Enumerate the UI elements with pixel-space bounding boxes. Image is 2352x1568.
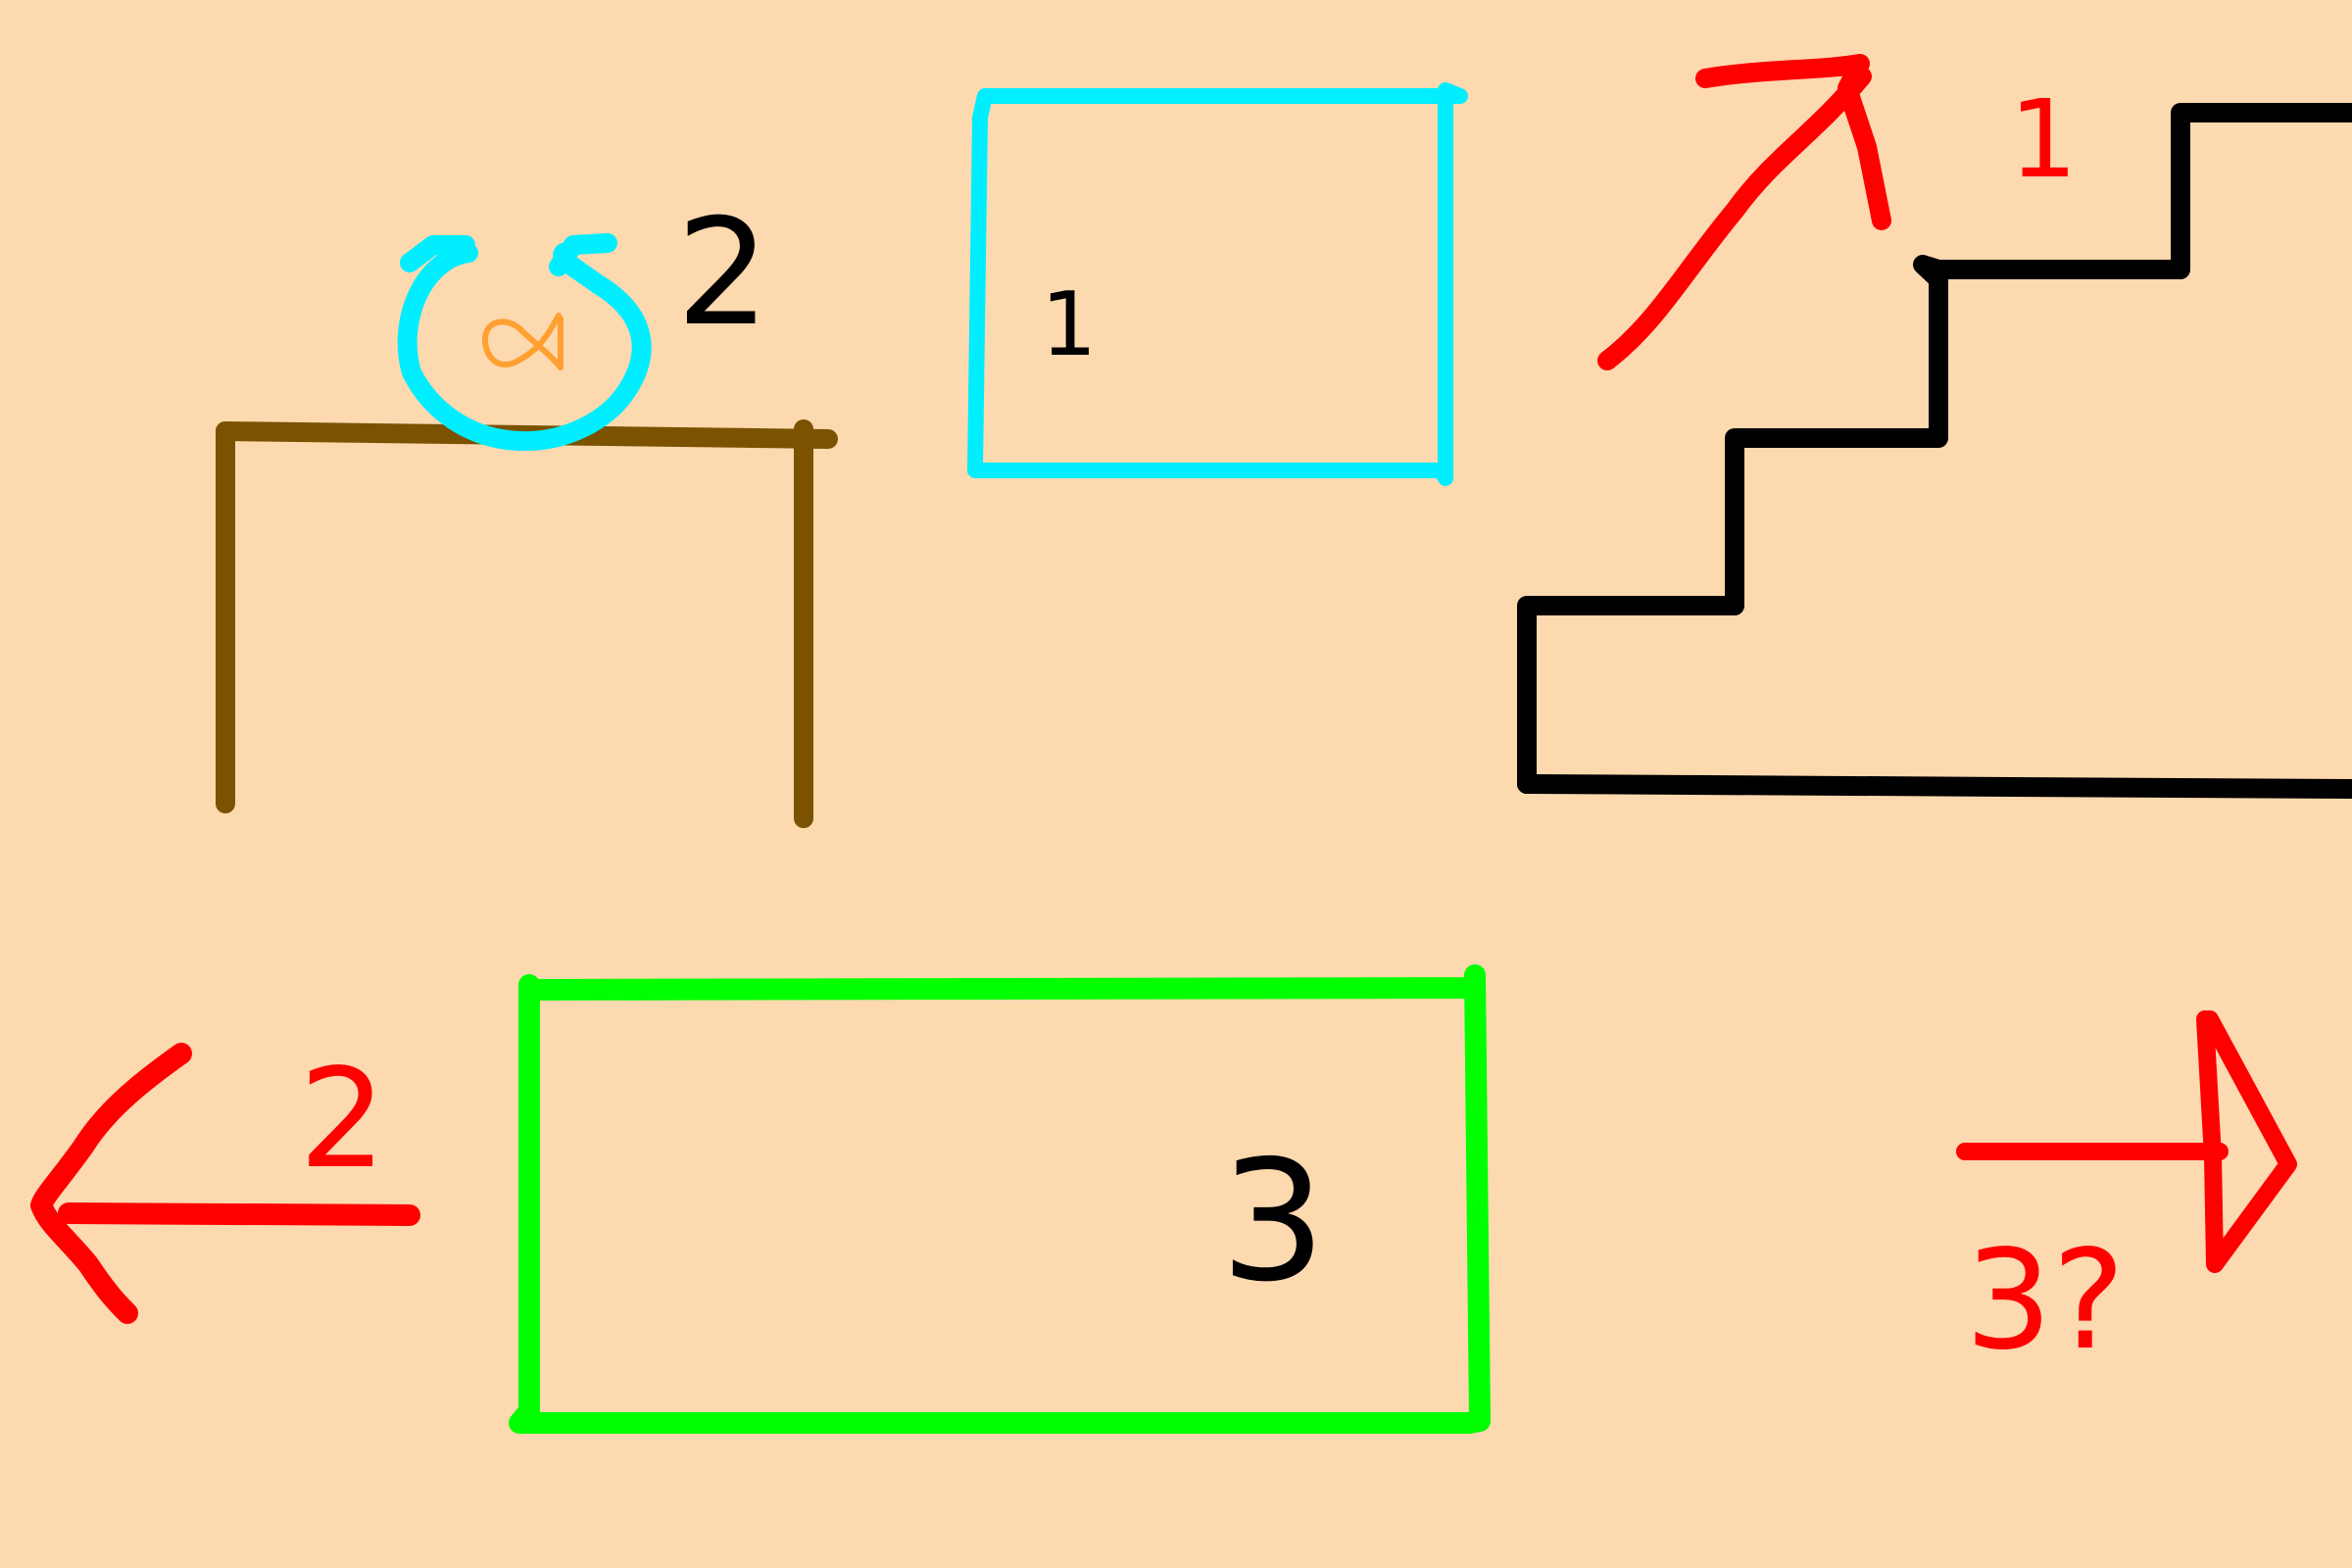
left-arrow-number: 2: [299, 1040, 386, 1200]
right-arrow-label: 3?: [1965, 1221, 2125, 1381]
cyan-box-number: 1: [1041, 273, 1097, 376]
stairs-arrow-number: 1: [2009, 76, 2078, 202]
green-box: [509, 964, 1491, 1434]
table: [216, 419, 838, 828]
arrow-left-icon: [30, 1043, 420, 1324]
arrow-right-icon: [1956, 1010, 2297, 1273]
rotation-number: 2: [676, 188, 769, 359]
stairs: [1517, 103, 2352, 799]
arrow-up-right-icon: [1597, 54, 1891, 370]
cyan-box: [967, 82, 1468, 486]
green-box-number: 3: [1220, 1125, 1326, 1319]
fish-icon: [481, 313, 564, 370]
rotate-arrows-icon: [397, 233, 652, 452]
